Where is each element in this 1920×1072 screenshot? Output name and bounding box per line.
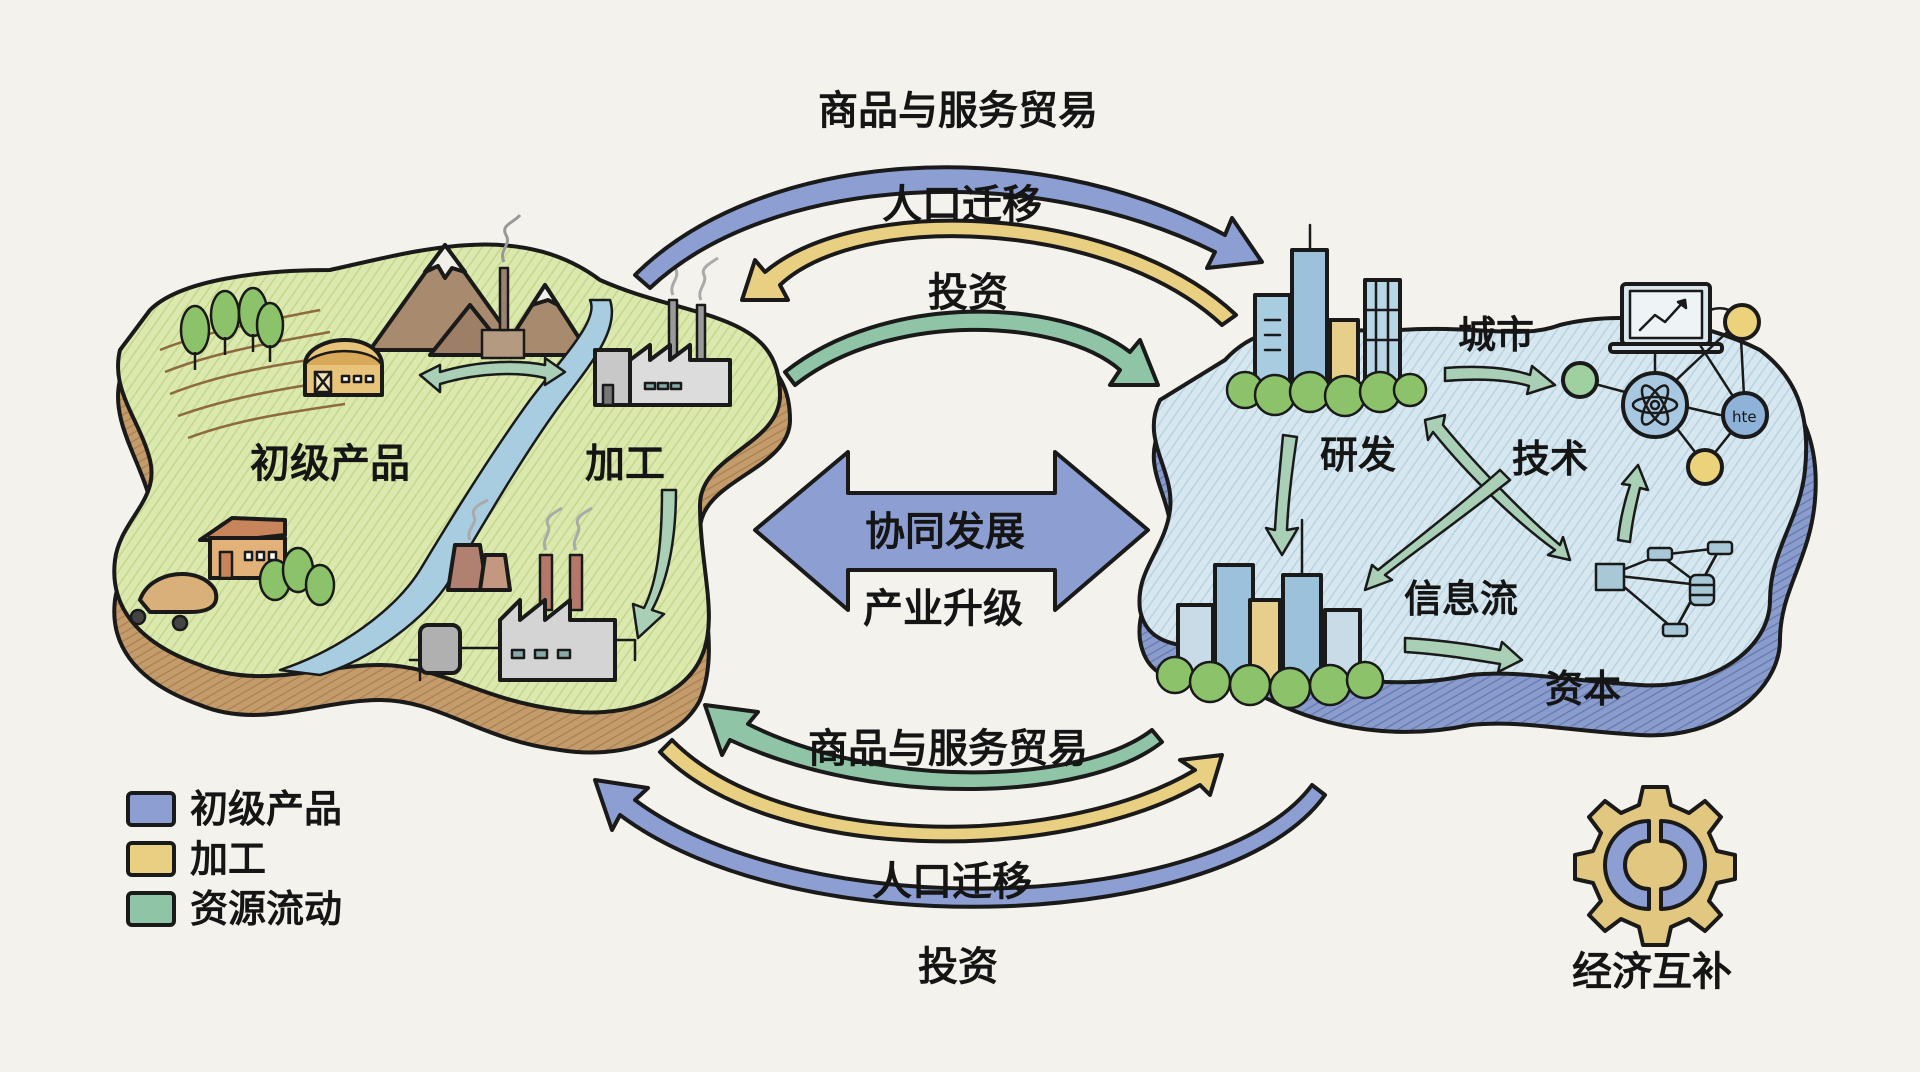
label-rnd: 研发 [1320, 433, 1396, 477]
laptop-chart-icon [1608, 282, 1724, 354]
atom-icon [1621, 371, 1689, 439]
processing-down-arrow [631, 488, 678, 640]
network-node-icon [1561, 361, 1599, 399]
urban-region: hte [1137, 223, 1818, 738]
city-to-tech-arrow [1443, 364, 1557, 396]
database-network-icon [1594, 540, 1734, 638]
primary-processing-double-arrow [418, 356, 567, 394]
legend-swatch-yellow [126, 841, 176, 877]
network-node-icon [1721, 391, 1769, 439]
network-graph: hte [1561, 303, 1769, 486]
legend-label: 初级产品 [190, 787, 342, 831]
bottom-flow-label-trade: 商品与服务贸易 [808, 726, 1088, 772]
skyscraper-icon [1225, 223, 1428, 418]
info-flow-arrow [1363, 468, 1512, 592]
mine-building-icon [480, 213, 526, 360]
rural-region: 初级产品 加工 [112, 213, 792, 755]
top-flow-label-investment: 投资 [928, 270, 1008, 316]
legend-swatch-green [126, 891, 176, 927]
industrial-upgrade-label: 产业升级 [863, 586, 1023, 632]
gear-icon [1573, 785, 1737, 947]
database-icon [1688, 573, 1716, 607]
synergy-label: 协同发展 [865, 509, 1025, 555]
top-flow-arrow-migration [740, 218, 1238, 327]
label-capital: 资本 [1545, 667, 1621, 711]
bottom-flows: 商品与服务贸易 人口迁移 投资 [593, 703, 1327, 990]
skyline-to-capital-arrow [1403, 636, 1524, 674]
farm-barn-icon [303, 338, 384, 397]
synergy-arrow: 协同发展 产业升级 [753, 450, 1150, 632]
label-tech: 技术 [1512, 437, 1588, 481]
label-primary-products: 初级产品 [250, 441, 410, 487]
server-icon [1594, 562, 1626, 592]
network-node-icon [1723, 303, 1761, 341]
legend-label: 加工 [190, 837, 266, 881]
top-flow-label-migration: 人口迁移 [882, 182, 1042, 228]
factory-icon [593, 253, 732, 407]
tree-icon [179, 286, 285, 370]
top-flow-arrow-investment [783, 309, 1160, 387]
legend-label: 资源流动 [190, 887, 342, 931]
label-processing: 加工 [585, 441, 665, 487]
tree-icon [258, 546, 336, 607]
tractor-icon [129, 572, 219, 632]
bottom-flow-label-migration: 人口迁移 [872, 859, 1032, 905]
top-flow-arrow-trade [633, 165, 1264, 290]
river-icon [278, 298, 614, 677]
capital-to-tech-arrow [1616, 463, 1650, 544]
top-flow-label-trade: 商品与服务贸易 [818, 88, 1098, 134]
rnd-down-arrow [1264, 433, 1300, 557]
legend: 初级产品 加工 资源流动 [126, 787, 342, 931]
top-flows: 商品与服务贸易 人口迁移 投资 [633, 88, 1264, 387]
bottom-flow-label-investment: 投资 [918, 944, 998, 990]
power-plant-icon [408, 498, 637, 682]
legend-item: 加工 [126, 837, 266, 881]
bottom-flow-arrow-migration [658, 738, 1224, 844]
bottom-flow-arrow-investment [593, 778, 1327, 909]
network-node-text: hte [1732, 408, 1757, 426]
legend-item: 资源流动 [126, 887, 342, 931]
network-node-icon [1686, 448, 1724, 486]
economic-complementarity-badge: 经济互补 [1572, 785, 1737, 995]
bottom-flow-arrow-trade [703, 703, 1164, 791]
label-info-flow: 信息流 [1404, 577, 1518, 621]
legend-item: 初级产品 [126, 787, 342, 831]
legend-swatch-blue [126, 791, 176, 827]
label-city: 城市 [1458, 313, 1534, 357]
skyscraper-icon [1155, 518, 1385, 710]
badge-label: 经济互补 [1572, 949, 1732, 995]
